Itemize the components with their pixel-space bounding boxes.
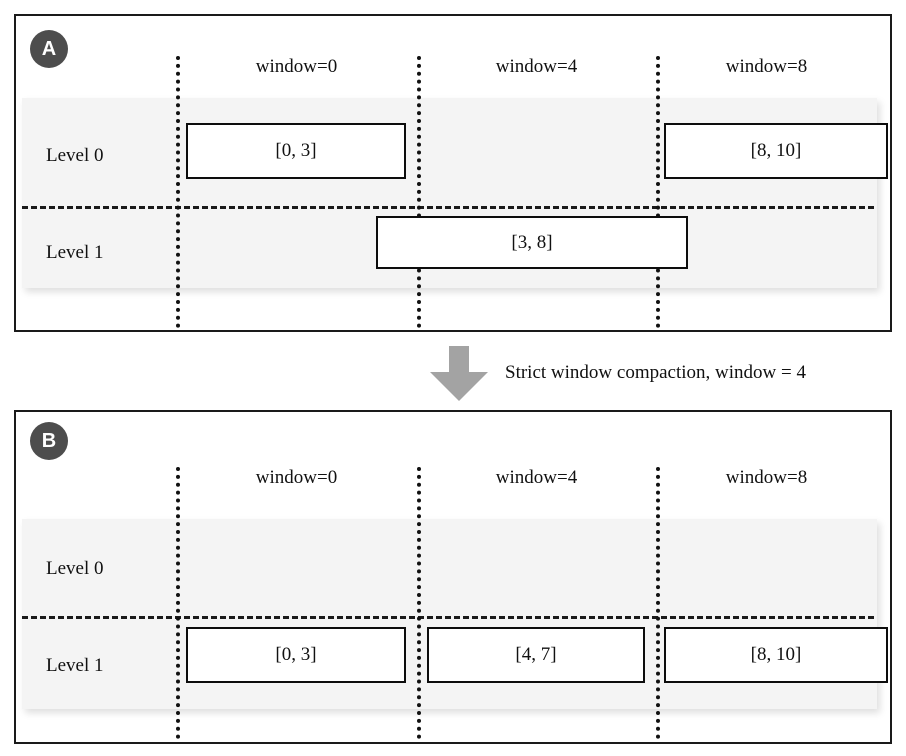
window-header-0: window=0 (255, 467, 338, 488)
panel-badge-b: B (30, 422, 68, 460)
level-label-0: Level 0 (46, 145, 104, 166)
level-label-1: Level 1 (46, 655, 104, 676)
window-boundary-line-1 (417, 56, 421, 328)
interval-box[interactable]: [8, 10] (664, 627, 888, 683)
level-label-0: Level 0 (46, 558, 104, 579)
transition-region: Strict window compaction, window = 4 (0, 340, 906, 406)
transition-caption: Strict window compaction, window = 4 (505, 362, 806, 383)
window-boundary-line-0 (176, 56, 180, 328)
level-separator-a (22, 206, 874, 209)
window-boundary-line-2 (656, 467, 660, 739)
window-header-0: window=0 (255, 56, 338, 77)
arrow-down-icon (430, 346, 488, 401)
window-header-1: window=4 (495, 56, 578, 77)
interval-box[interactable]: [0, 3] (186, 627, 406, 683)
interval-box[interactable]: [3, 8] (376, 216, 688, 269)
panel-badge-a: A (30, 30, 68, 68)
window-boundary-line-0 (176, 467, 180, 739)
level-label-1: Level 1 (46, 242, 104, 263)
window-boundary-line-2 (656, 56, 660, 328)
window-header-2: window=8 (725, 56, 808, 77)
window-header-1: window=4 (495, 467, 578, 488)
panel-a: A window=0 window=4 window=8 Level 0 Lev… (14, 14, 892, 332)
panel-b-inner: B window=0 window=4 window=8 Level 0 Lev… (16, 412, 890, 742)
window-boundary-line-1 (417, 467, 421, 739)
interval-box[interactable]: [8, 10] (664, 123, 888, 179)
interval-box[interactable]: [0, 3] (186, 123, 406, 179)
level-separator-b (22, 616, 874, 619)
panel-b: B window=0 window=4 window=8 Level 0 Lev… (14, 410, 892, 744)
interval-box[interactable]: [4, 7] (427, 627, 645, 683)
window-header-2: window=8 (725, 467, 808, 488)
panel-a-inner: A window=0 window=4 window=8 Level 0 Lev… (16, 16, 890, 330)
